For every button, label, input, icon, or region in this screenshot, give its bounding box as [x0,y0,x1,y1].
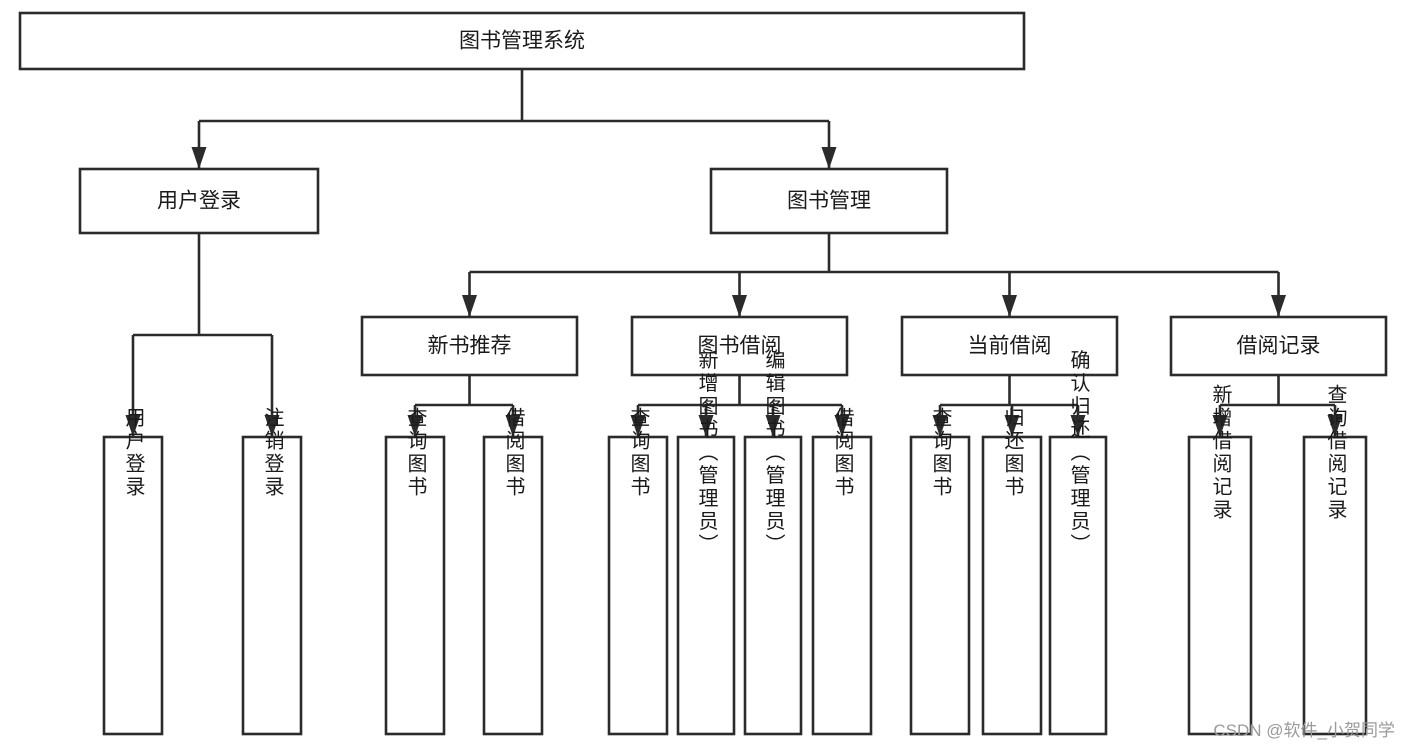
node-level2-0-box [360,315,579,377]
level2-3-to-leaves-arrow-0 [1212,415,1228,437]
bookmanage-to-level2-arrow-3 [1271,295,1286,317]
node-level2-1[interactable]: 图书借阅 [630,315,849,377]
level2-1-to-leaves-arrow-0 [630,415,646,437]
node-leaf-logout-login[interactable]: 注销登录 [241,407,303,736]
node-leaf-add-borrow-record[interactable]: 新增借阅记录 [1187,384,1253,736]
node-leaf-query-book-1-label: 查询图书 [404,407,427,499]
node-level2-3[interactable]: 借阅记录 [1169,315,1388,377]
node-leaf-edit-book[interactable]: 编辑图书（管理员） [743,349,803,736]
userlogin-to-leaves-arrow-1 [264,415,280,437]
node-leaf-confirm-return-label: 确认归还（管理员） [1067,349,1090,556]
node-level1-1-box [709,167,949,235]
node-level1-1[interactable]: 图书管理 [709,167,949,235]
node-leaf-query-borrow-record[interactable]: 查询借阅记录 [1302,384,1368,736]
node-leaf-add-borrow-record-box [1187,435,1253,736]
node-level2-2[interactable]: 当前借阅 [900,315,1119,377]
node-level2-2-box [900,315,1119,377]
node-leaf-return-book-label: 归还图书 [1001,407,1024,499]
node-leaf-return-book[interactable]: 归还图书 [981,407,1043,736]
level2-2-to-leaves-arrow-0 [932,415,948,437]
node-root-system-label: 图书管理系统 [459,30,585,53]
node-level2-3-box [1169,315,1388,377]
node-leaf-confirm-return-box [1048,435,1108,736]
node-leaf-query-borrow-record-label: 查询借阅记录 [1324,384,1347,522]
node-leaf-add-book[interactable]: 新增图书（管理员） [676,349,736,736]
node-leaf-query-borrow-record-box [1302,435,1368,736]
node-leaf-logout-login-box [241,435,303,736]
node-leaf-query-book-1-box [384,435,446,736]
bookmanage-to-level2-arrow-2 [1002,295,1017,317]
node-level1-0-label: 用户登录 [157,190,241,213]
node-level2-0-label: 新书推荐 [428,335,512,358]
node-leaf-query-book-2[interactable]: 查询图书 [607,407,669,736]
node-leaf-borrow-book-1[interactable]: 借阅图书 [482,407,544,736]
node-leaf-query-book-3-box [909,435,971,736]
node-leaf-query-book-1[interactable]: 查询图书 [384,407,446,736]
node-level2-1-box [630,315,849,377]
bookmanage-to-level2-arrow-1 [732,295,747,317]
node-level1-0-box [78,167,320,235]
node-leaf-user-login[interactable]: 用户登录 [102,407,164,736]
level2-2-to-leaves-arrow-1 [1004,415,1020,437]
node-leaf-add-book-box [676,435,736,736]
node-leaf-borrow-book-2-label: 借阅图书 [831,407,854,499]
csdn-watermark: CSDN @软件_小贺同学 [1213,721,1395,740]
node-leaf-query-book-2-box [607,435,669,736]
root-to-level1-arrow-1 [821,147,837,169]
node-leaf-logout-login-label: 注销登录 [261,407,284,499]
node-root-system[interactable]: 图书管理系统 [18,11,1026,71]
node-level1-1-label: 图书管理 [787,190,871,213]
node-leaf-borrow-book-2-box [811,435,873,736]
node-leaf-borrow-book-1-label: 借阅图书 [502,407,525,499]
node-level1-0[interactable]: 用户登录 [78,167,320,235]
node-leaf-add-borrow-record-label: 新增借阅记录 [1209,384,1232,522]
node-leaf-confirm-return[interactable]: 确认归还（管理员） [1048,349,1108,736]
level2-3-to-leaves-arrow-1 [1327,415,1343,437]
node-leaf-query-book-3[interactable]: 查询图书 [909,407,971,736]
level2-1-to-leaves-arrow-2 [765,415,781,437]
node-level2-1-label: 图书借阅 [698,335,782,358]
level2-0-to-leaves-arrow-0 [407,415,423,437]
level2-0-to-leaves-arrow-1 [505,415,521,437]
userlogin-to-leaves-arrow-0 [125,415,141,437]
node-level2-2-label: 当前借阅 [968,335,1052,358]
node-leaf-edit-book-label: 编辑图书（管理员） [762,349,785,556]
node-leaf-return-book-box [981,435,1043,736]
connector-layer [125,69,1343,437]
node-leaf-query-book-3-label: 查询图书 [929,407,952,499]
node-level2-0[interactable]: 新书推荐 [360,315,579,377]
level2-1-to-leaves-arrow-3 [834,415,850,437]
node-leaf-user-login-box [102,435,164,736]
node-root-system-box [18,11,1026,71]
root-to-level1-arrow-0 [191,147,207,169]
node-leaf-query-book-2-label: 查询图书 [627,407,650,499]
node-leaf-borrow-book-1-box [482,435,544,736]
node-leaf-user-login-label: 用户登录 [122,407,145,499]
node-level2-3-label: 借阅记录 [1237,335,1321,358]
level2-1-to-leaves-arrow-1 [698,415,714,437]
node-layer: 图书管理系统用户登录图书管理新书推荐图书借阅当前借阅借阅记录用户登录注销登录查询… [18,11,1388,736]
node-leaf-borrow-book-2[interactable]: 借阅图书 [811,407,873,736]
level2-2-to-leaves-arrow-2 [1070,415,1086,437]
bookmanage-to-level2-arrow-0 [462,295,477,317]
node-leaf-edit-book-box [743,435,803,736]
node-leaf-add-book-label: 新增图书（管理员） [695,349,718,556]
